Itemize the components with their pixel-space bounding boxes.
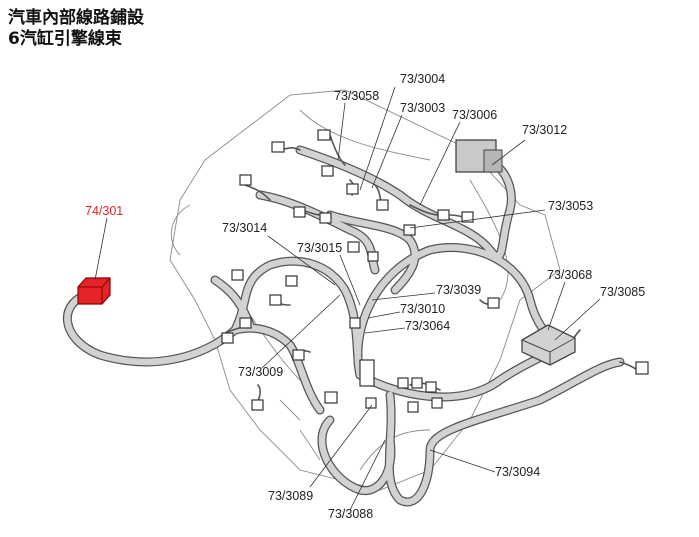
- title-line-1: 汽車內部線路鋪設: [8, 8, 144, 28]
- leader-lines: [94, 86, 601, 511]
- red-connector-74-301: [77, 277, 111, 305]
- diagram-title: 汽車內部線路鋪設 6汽缸引擎線束: [8, 8, 144, 50]
- callout-labels: 74/301 73/3004 73/3058 73/3003 73/3006 7…: [85, 72, 645, 521]
- label-73-3009: 73/3009: [238, 365, 283, 379]
- label-73-3064: 73/3064: [405, 319, 450, 333]
- junction-box-3068: [521, 324, 576, 366]
- label-73-3012: 73/3012: [522, 123, 567, 137]
- relay-box-3012: [455, 139, 503, 173]
- label-73-3015: 73/3015: [297, 241, 342, 255]
- label-73-3089: 73/3089: [268, 489, 313, 503]
- title-line-2: 6汽缸引擎線束: [8, 29, 122, 49]
- label-73-3014: 73/3014: [222, 221, 267, 235]
- label-73-3053: 73/3053: [548, 199, 593, 213]
- label-74-301: 74/301: [85, 204, 123, 218]
- connectors: [221, 129, 649, 413]
- wiring-harness: [63, 134, 641, 507]
- label-73-3004: 73/3004: [400, 72, 445, 86]
- label-73-3058: 73/3058: [334, 89, 379, 103]
- label-73-3094: 73/3094: [495, 465, 540, 479]
- label-73-3068: 73/3068: [547, 268, 592, 282]
- label-73-3088: 73/3088: [328, 507, 373, 521]
- label-73-3010: 73/3010: [400, 302, 445, 316]
- label-73-3003: 73/3003: [400, 101, 445, 115]
- label-73-3039: 73/3039: [436, 283, 481, 297]
- label-73-3006: 73/3006: [452, 108, 497, 122]
- label-73-3085: 73/3085: [600, 285, 645, 299]
